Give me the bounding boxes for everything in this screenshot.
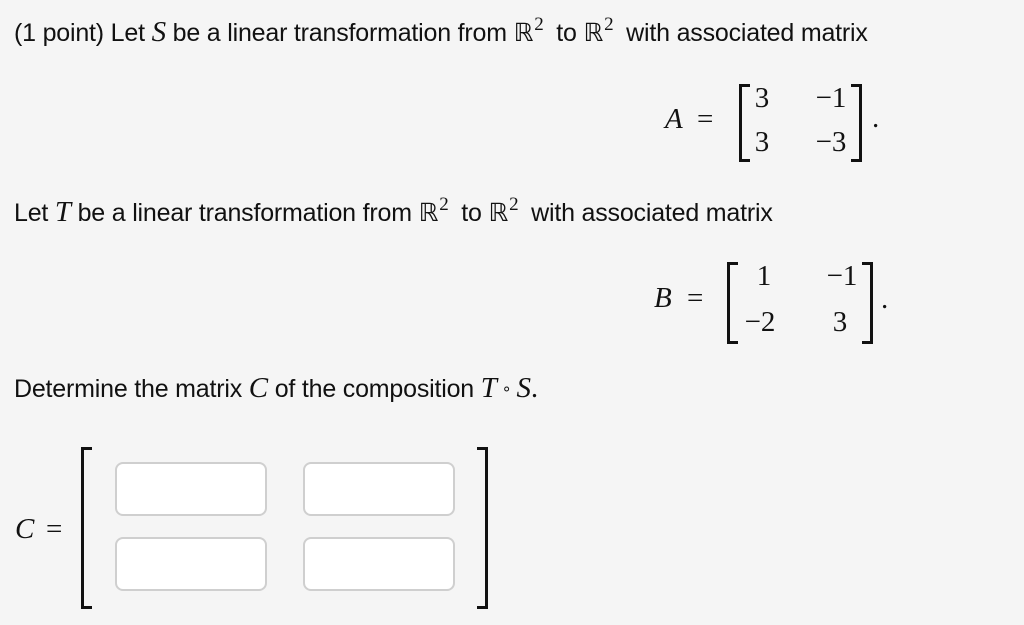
text-transformation: be a linear transformation from (172, 19, 507, 47)
codomain-exponent: 2 (509, 194, 519, 215)
matrix-B-right-bracket (862, 262, 873, 344)
text-to: to (461, 199, 482, 227)
matrix-B-left-bracket (727, 262, 738, 344)
problem-question: Determine the matrix C of the compositio… (14, 372, 538, 405)
matrix-B-period: . (881, 283, 889, 315)
answer-cell-1-1[interactable] (303, 537, 455, 591)
codomain-exponent: 2 (604, 14, 614, 35)
answer-cell-0-0[interactable] (115, 462, 267, 516)
var-T: T (54, 196, 71, 228)
text-transformation: be a linear transformation from (77, 199, 412, 227)
answer-matrix-label: C (15, 513, 35, 545)
text-to: to (556, 19, 577, 47)
text-associated-matrix: with associated matrix (531, 199, 773, 227)
points-label: (1 point) (14, 19, 104, 47)
domain-R: ℝ (513, 18, 534, 47)
text-let: Let (14, 199, 49, 227)
composition-operator: ∘ (501, 379, 512, 398)
codomain-R: ℝ (488, 198, 509, 227)
problem-statement-line-1: (1 point) Let S be a linear transformati… (14, 14, 868, 49)
var-S: S (151, 16, 167, 48)
domain-R: ℝ (418, 198, 439, 227)
matrix-B-label: B (654, 282, 672, 314)
answer-cell-0-1[interactable] (303, 462, 455, 516)
matrix-B-cell-0-0: 1 (756, 260, 772, 292)
answer-left-bracket (81, 447, 92, 609)
matrix-A-cell-0-0: 3 (754, 82, 770, 114)
domain-exponent: 2 (534, 14, 544, 35)
text-let: Let (110, 19, 145, 47)
var-T: T (480, 372, 497, 404)
text-composition: of the composition (274, 375, 474, 403)
var-S: S (516, 372, 532, 404)
matrix-A-cell-1-1: −3 (815, 126, 847, 158)
text-determine: Determine the matrix (14, 375, 243, 403)
matrix-A-cell-1-0: 3 (754, 126, 770, 158)
answer-right-bracket (477, 447, 488, 609)
matrix-A-cell-0-1: −1 (815, 82, 847, 114)
matrix-B-cell-1-1: 3 (832, 306, 848, 338)
matrix-A-period: . (872, 102, 880, 134)
codomain-R: ℝ (583, 18, 604, 47)
matrix-B-cell-0-1: −1 (826, 260, 858, 292)
var-C: C (248, 372, 268, 404)
matrix-A-equals: = (697, 103, 714, 135)
question-period: . (530, 372, 538, 404)
domain-exponent: 2 (439, 194, 449, 215)
matrix-A-label: A (665, 103, 683, 135)
matrix-B-equals: = (687, 282, 704, 314)
problem-statement-line-2: Let T be a linear transformation from ℝ2… (14, 194, 773, 229)
matrix-A-left-bracket (739, 84, 750, 162)
matrix-A-right-bracket (851, 84, 862, 162)
matrix-B-cell-1-0: −2 (744, 306, 776, 338)
text-associated-matrix: with associated matrix (626, 19, 868, 47)
answer-matrix-equals: = (46, 513, 63, 545)
answer-cell-1-0[interactable] (115, 537, 267, 591)
